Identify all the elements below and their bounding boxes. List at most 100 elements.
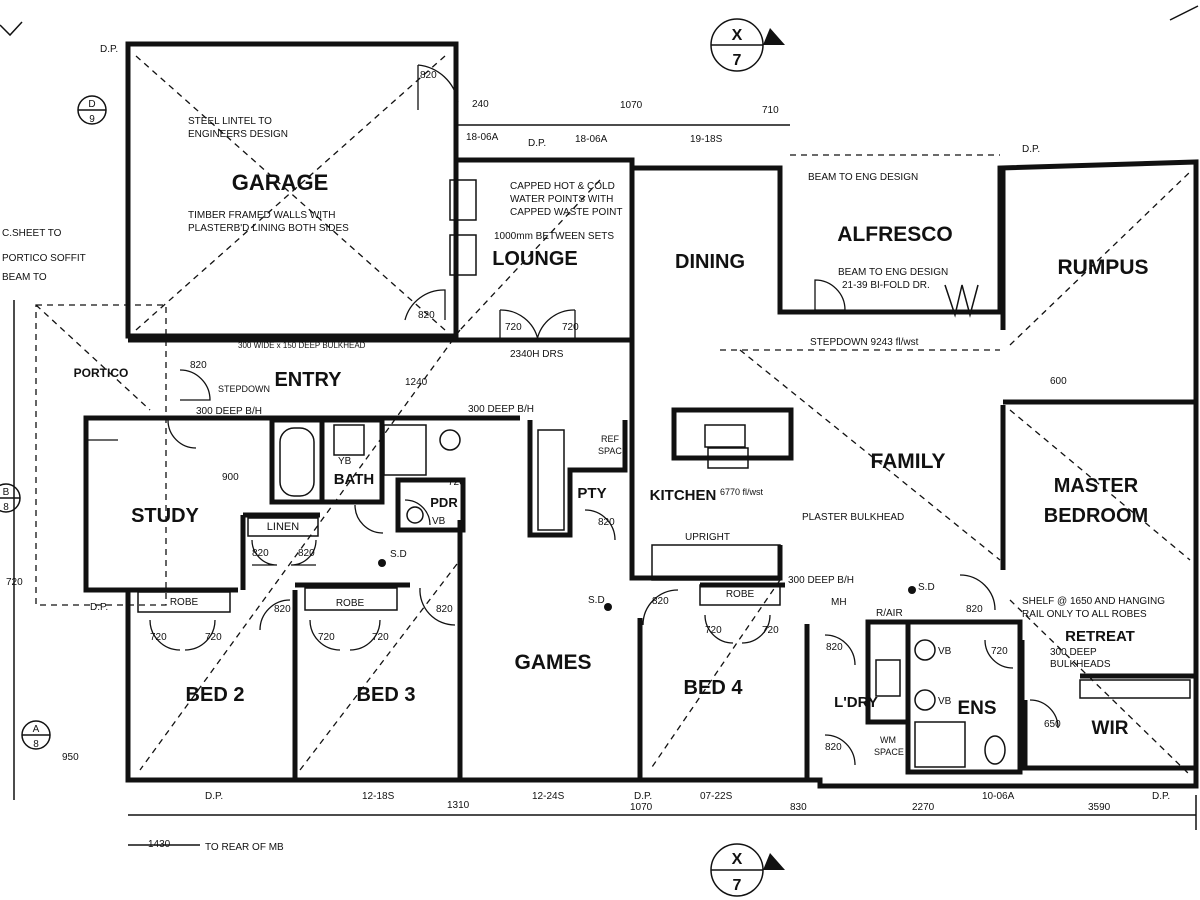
marker-d-number: 9 [89,114,95,125]
bed2-robe-l [149,619,181,651]
note-shelf-1: SHELF @ 1650 AND HANGING [1022,596,1165,607]
note-vb-pdr: VB [432,516,446,527]
pdr-walls [395,477,466,533]
marker-topright-arrow [1169,5,1199,21]
label-study: STUDY [131,505,199,527]
section-marker-d: D 9 [77,95,107,125]
smoke-detector-1 [378,559,386,567]
house-diag-3 [1009,599,1191,776]
linen-door-l [251,539,278,566]
marker-a-letter: A [33,724,40,735]
dimensions: 820 240 1070 710 18-06A 18-06A 19-18S 82… [6,70,1111,850]
label-lounge: LOUNGE [492,248,578,270]
master-door [959,574,996,611]
dim-bed3-720-l: 720 [318,632,335,643]
dim-1240: 1240 [405,377,428,388]
bath-door [354,504,384,534]
laundry-tub [875,659,901,697]
bed3-door [419,587,456,626]
ensuite-toilet [984,735,1006,765]
bed3-robe [304,587,398,611]
note-bulkhead: 300 WIDE x 150 DEEP BULKHEAD [238,341,366,350]
note-retreat-bh-2: BULKHEADS [1050,659,1111,670]
dim-1070-bottom: 1070 [630,802,653,813]
rumpus-diag [1009,171,1191,346]
note-plaster-bulkhead: PLASTER BULKHEAD [802,512,904,523]
note-sd-2: S.D [588,595,605,606]
study-door [167,419,197,449]
ensuite-door [984,639,1014,669]
label-garage: GARAGE [232,170,329,195]
note-timber-1: TIMBER FRAMED WALLS WITH [188,210,335,221]
note-retreat-bh-1: 300 DEEP [1050,647,1097,658]
note-steel-lintel-1: STEEL LINTEL TO [188,116,272,127]
upright [651,544,781,581]
label-ens: ENS [957,698,996,719]
note-vb-ens-2: VB [938,696,952,707]
linen-door-r [290,539,317,566]
marker-b-number: 8 [3,502,9,513]
bed4-robe-l [704,614,734,644]
note-dp-top: D.P. [528,138,546,149]
note-mh: MH [831,597,847,608]
dim-bed4-720-r: 720 [762,625,779,636]
dim-1918s: 19-18S [690,134,723,145]
note-dp-bottom-m: D.P. [634,791,652,802]
note-capped-1: CAPPED HOT & COLD [510,181,615,192]
note-timber-2: PLASTERB'D LINING BOTH SIDES [188,223,349,234]
portico-outline [35,304,167,606]
dim-bed2-820: 820 [274,604,291,615]
note-shelf-2: RAIL ONLY TO ALL ROBES [1022,609,1147,620]
label-retreat: RETREAT [1065,628,1135,645]
ensuite-shower [914,721,966,768]
pdr-basin [406,506,424,524]
label-portico: PORTICO [74,366,129,380]
note-dp-bottom-l: D.P. [205,791,223,802]
label-entry: ENTRY [274,369,342,391]
section-marker-a: A 8 [21,720,51,750]
games-door [642,589,679,626]
lounge-door-swing [404,289,446,321]
bed2-door [259,599,291,631]
pdr-door [404,499,431,526]
note-robe-bed2: ROBE [170,597,199,608]
lounge-cabinet-2 [449,234,477,276]
smoke-detector-3 [908,586,916,594]
annotations: STEEL LINTEL TO ENGINEERS DESIGN TIMBER … [2,44,1170,853]
kitchen-sink [704,424,746,448]
portico-diag [35,304,151,411]
note-deep-bh-3: 300 DEEP B/H [788,575,854,586]
portico-door [179,369,211,401]
marker-top-letter: X [732,27,743,44]
doors [88,64,1059,766]
dim-830: 830 [790,802,807,813]
label-pty: PTY [577,485,606,502]
garage-door-swing [417,64,459,110]
ensuite-basin-2 [914,689,936,711]
note-dp-bottom-r: D.P. [1152,791,1170,802]
pantry-shelf [537,429,565,531]
dim-900: 900 [222,472,239,483]
dim-lounge-720-l: 720 [505,322,522,333]
dim-1806a-2: 18-06A [575,134,608,145]
pantry-walls [527,420,628,538]
dim-lounge-720-r: 720 [562,322,579,333]
house-diag-2 [299,559,461,771]
note-robe-bed4: ROBE [726,589,755,600]
house-diag-1 [139,329,461,771]
cooktop [707,447,749,469]
label-ldry: L'DRY [834,694,878,711]
note-drs-2340: 2340H DRS [510,349,564,360]
wir-walls [1022,700,1196,771]
lounge-diag [459,179,601,331]
linen-shelf [247,517,319,537]
dim-3590: 3590 [1088,802,1111,813]
bed4-robe-r [741,614,771,644]
dim-240: 240 [472,99,489,110]
bed3-robe-l [309,619,341,651]
note-vb-ens-1: VB [938,646,952,657]
note-beam-eng-2: BEAM TO ENG DESIGN [838,267,948,278]
label-master: MASTER [1054,475,1139,497]
laundry-door [824,734,856,766]
dim-1070-top: 1070 [620,100,643,111]
